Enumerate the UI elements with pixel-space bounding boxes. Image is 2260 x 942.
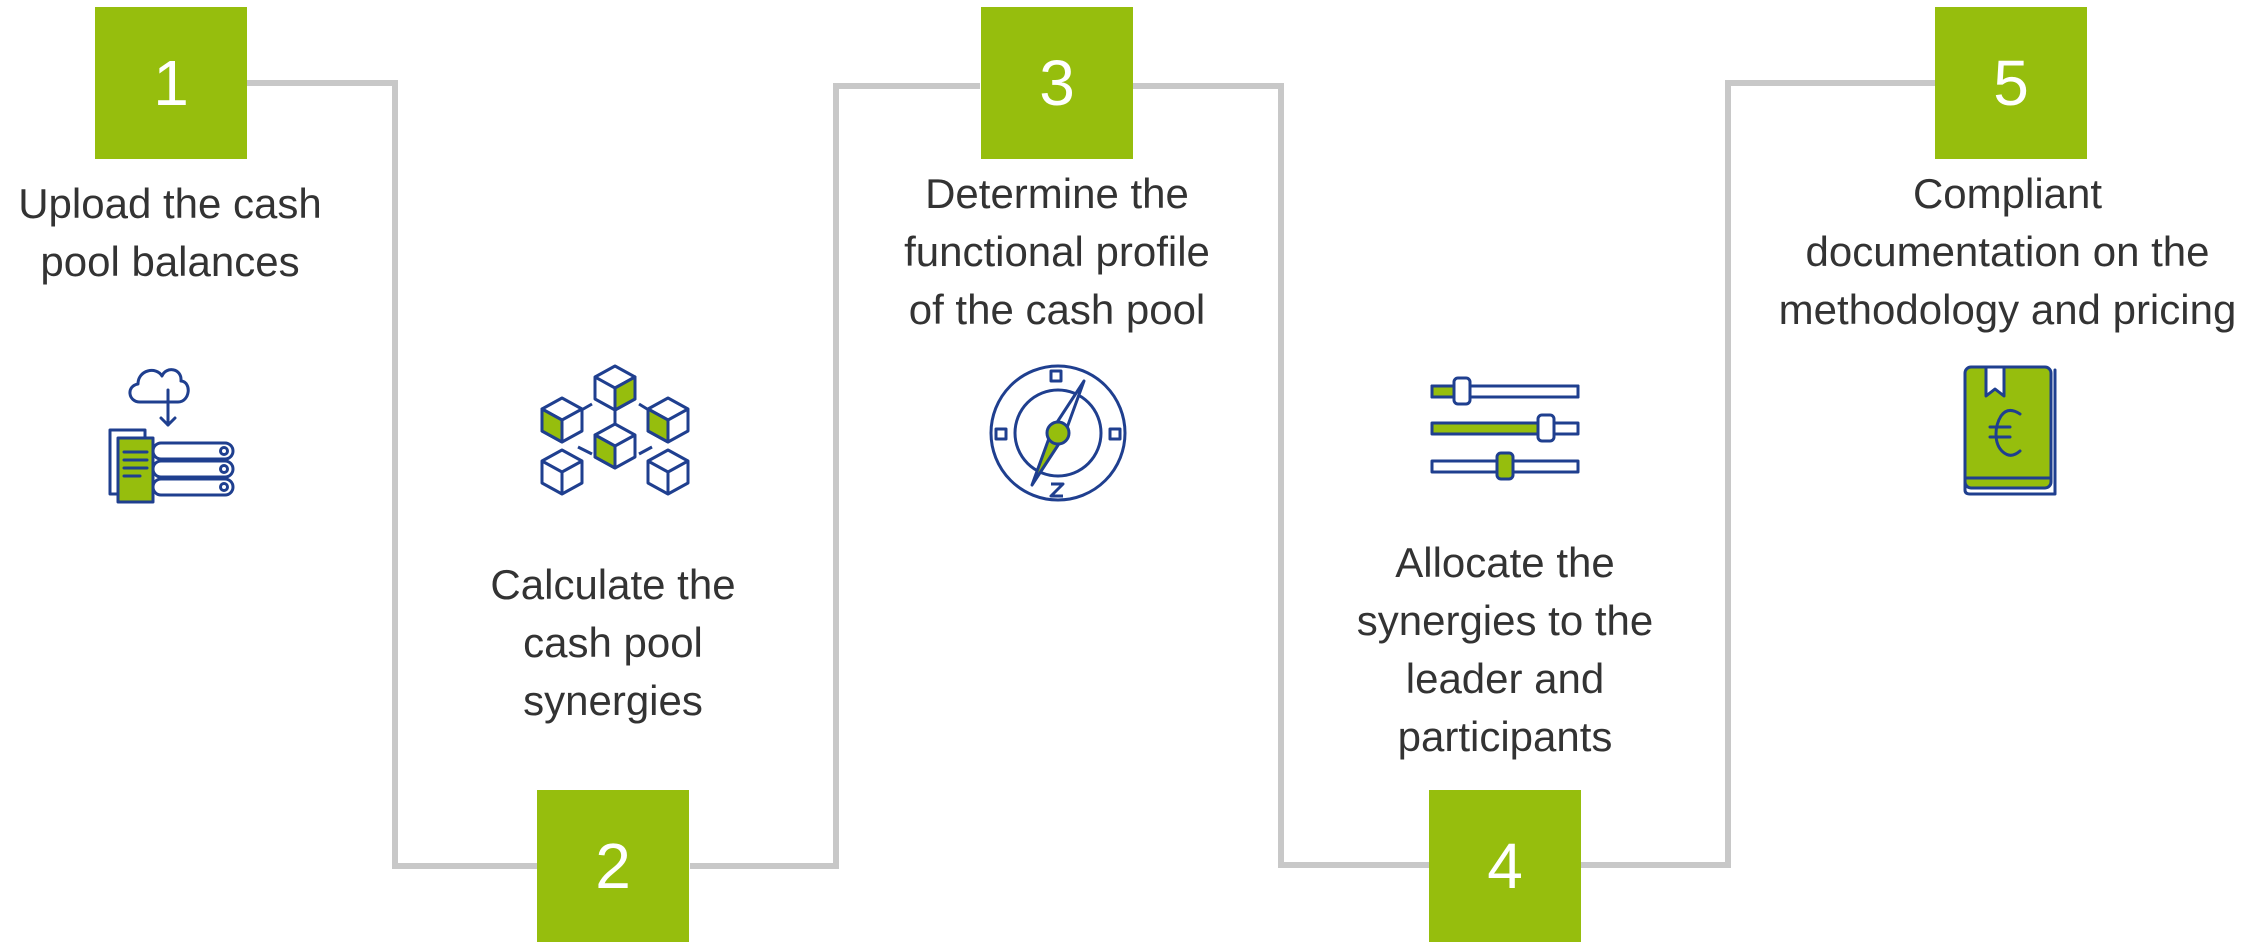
step-2-label-line: cash pool xyxy=(523,619,703,666)
sliders-icon xyxy=(1430,376,1580,481)
step-5-number: 5 xyxy=(1993,47,2029,119)
step-4-label-line: synergies to the xyxy=(1356,597,1654,644)
step-4-label-line: Allocate the xyxy=(1395,539,1615,586)
step-3-label-line: of the cash pool xyxy=(908,286,1206,333)
step-5-label-line: Compliant xyxy=(1912,170,2103,217)
step-4-number: 4 xyxy=(1487,830,1523,902)
step-4-label-line: leader and xyxy=(1405,655,1605,702)
step-5-number-box: 5 xyxy=(1935,7,2087,159)
step-1-label: Upload the cash pool balances xyxy=(0,175,340,291)
step-2-number-box: 2 xyxy=(537,790,689,942)
compass-icon xyxy=(989,364,1127,502)
step-2-label-line: Calculate the xyxy=(490,561,736,608)
cloud-upload-server-icon xyxy=(108,368,235,504)
step-1-number: 1 xyxy=(153,47,189,119)
step-4-number-box: 4 xyxy=(1429,790,1581,942)
step-2-label-line: synergies xyxy=(523,677,703,724)
blockchain-cubes-icon xyxy=(540,364,690,496)
step-3-label-line: functional profile xyxy=(904,228,1210,275)
step-5-label: Compliant documentation on the methodolo… xyxy=(1760,165,2255,339)
step-3-number-box: 3 xyxy=(981,7,1133,159)
step-3-label: Determine the functional profile of the … xyxy=(852,165,1262,339)
step-4-label: Allocate the synergies to the leader and… xyxy=(1335,534,1675,766)
step-1-label-line: Upload the cash xyxy=(18,180,322,227)
step-1-number-box: 1 xyxy=(95,7,247,159)
step-2-label: Calculate the cash pool synergies xyxy=(443,556,783,730)
step-3-label-line: Determine the xyxy=(925,170,1189,217)
euro-book-icon xyxy=(1963,365,2057,496)
step-5-label-line: methodology and pricing xyxy=(1778,286,2237,333)
step-5-label-line: documentation on the xyxy=(1805,228,2210,275)
step-1-label-line: pool balances xyxy=(40,238,300,285)
step-4-label-line: participants xyxy=(1397,713,1613,760)
step-3-number: 3 xyxy=(1039,47,1075,119)
step-2-number: 2 xyxy=(595,830,631,902)
